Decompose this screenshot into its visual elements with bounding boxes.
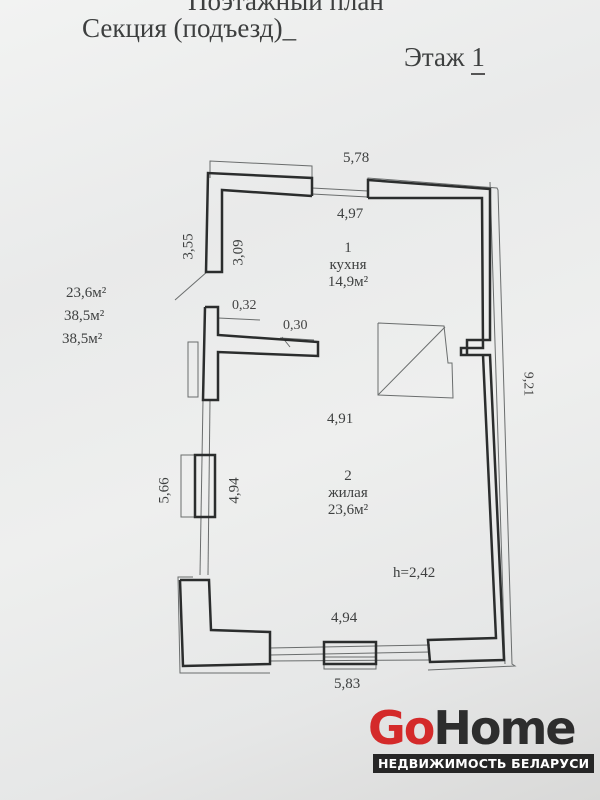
dim-right-outer: 9,21 [520,371,536,397]
floor-label: Этаж [404,42,465,72]
section-value: _ [282,13,297,43]
stove-outline [377,322,454,399]
window-left-middle [193,453,217,519]
logo-go: Go [368,701,435,755]
wall-top-left [204,171,314,274]
ceiling-height: h=2,42 [393,565,436,581]
leader-030 [279,337,315,341]
stove-diagonal [377,326,446,396]
room-living-name: жилая [328,485,368,501]
plan-title: Поэтажный план [188,0,384,16]
summary-area-total: 38,5м² [64,308,105,324]
outer-wall-outline-bottom-left [177,576,270,674]
dim-left-lower-outer: 5,66 [156,477,173,504]
dim-left-upper-outer: 3,55 [180,233,197,260]
section-label: Секция (подъезд) [82,13,283,43]
logo-tagline: НЕДВИЖИМОСТЬ БЕЛАРУСИ [373,754,595,773]
room-kitchen-area: 14,9м² [327,274,369,290]
dim-partition-2: 0,30 [283,318,308,333]
dim-top-outer: 5,78 [343,150,370,166]
room-living: 2 жилая 23,6м² [308,468,388,519]
logo-home: Home [433,701,576,755]
dim-partition-1: 0,32 [232,298,257,313]
right-inner-thin [489,181,506,665]
left-wall-line-1 [199,399,204,576]
dim-left-lower-inner: 4,94 [226,477,243,504]
partition-wall [201,305,320,402]
summary-area-living: 23,6м² [66,285,107,301]
window-left-middle-frame [180,454,196,518]
room-kitchen: 1 кухня 14,9м² [308,240,388,291]
dim-bottom-inner: 4,94 [331,610,358,626]
dim-bottom-outer: 5,83 [334,676,361,692]
window-left-upper-frame [187,341,199,398]
room-kitchen-number: 1 [344,240,352,256]
wall-bottom-left [178,578,272,668]
dim-left-upper-inner: 3,09 [230,239,247,266]
bottom-wall-line-2 [269,651,431,656]
left-wall-line-2 [207,399,211,576]
outer-wall-outline-top-left [209,160,313,180]
section-line: Секция (подъезд)_ [82,13,296,44]
window-top-line-2 [311,193,369,198]
floor-line: Этаж 1 [404,42,485,75]
leader-032 [217,317,261,321]
dim-middle-width: 4,91 [327,411,354,427]
floor-value: 1 [471,42,485,75]
bottom-wall-line-1 [269,644,431,649]
room-living-area: 23,6м² [327,502,369,518]
room-kitchen-name: кухня [329,257,367,273]
gohome-logo[interactable]: GoHome НЕДВИЖИМОСТЬ БЕЛАРУСИ [368,705,595,773]
bottom-wall-line-3 [269,659,431,662]
outer-wall-outline-top-right [367,177,517,671]
room-living-number: 2 [344,468,352,484]
window-bottom [322,640,378,666]
dim-top-inner: 4,97 [337,206,364,222]
window-top-line-1 [311,187,369,192]
logo-wordmark: GoHome [368,705,594,751]
diagonal-leader-355 [174,270,209,301]
wall-top-right [366,178,506,664]
summary-area-general: 38,5м² [62,331,103,347]
